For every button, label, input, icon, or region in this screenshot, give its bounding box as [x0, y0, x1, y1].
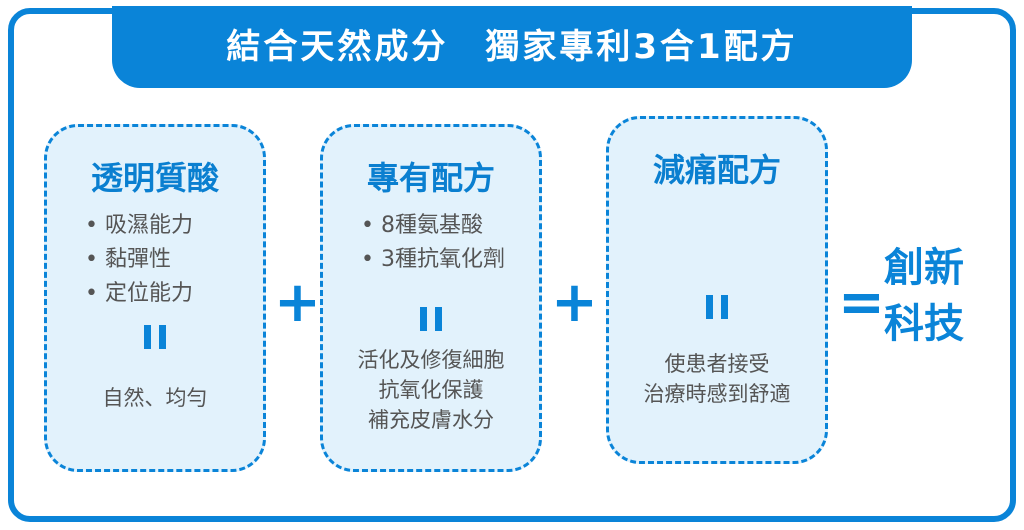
title-banner: 結合天然成分 獨家專利3合1配方	[112, 6, 912, 88]
result-text: 創新 科技	[884, 240, 964, 352]
equals-vertical-icon	[47, 325, 263, 349]
box-note: 使患者接受	[664, 352, 770, 376]
box-heading: 減痛配方	[652, 151, 781, 189]
box-note: 自然、均勻	[102, 386, 208, 410]
bullet: 3種抗氧化劑	[361, 243, 539, 277]
bullet: 定位能力	[85, 277, 263, 311]
result-line: 創新	[884, 245, 964, 291]
equals-vertical-icon	[609, 295, 825, 319]
bullet: 黏彈性	[85, 243, 263, 277]
box-note: 活化及修復細胞	[357, 348, 505, 372]
box-note: 治療時感到舒適	[643, 382, 791, 406]
box-heading: 透明質酸	[90, 159, 219, 197]
box-pain-relief-formula: 減痛配方 使患者接受 治療時感到舒適	[606, 116, 828, 464]
equals-vertical-icon	[323, 307, 539, 331]
bullet: 吸濕能力	[85, 209, 263, 243]
plus-icon: +	[551, 270, 598, 335]
box-note: 補充皮膚水分	[368, 408, 494, 432]
bullet: 8種氨基酸	[361, 209, 539, 243]
box-hyaluronic-acid: 透明質酸 吸濕能力 黏彈性 定位能力 自然、均勻	[44, 124, 266, 472]
result-line: 科技	[884, 301, 964, 347]
box-note: 抗氧化保護	[378, 378, 484, 402]
equals-icon: =	[838, 270, 885, 335]
box-heading: 專有配方	[366, 159, 495, 197]
box-proprietary-formula: 專有配方 8種氨基酸 3種抗氧化劑 活化及修復細胞 抗氧化保護 補充皮膚水分	[320, 124, 542, 472]
plus-icon: +	[274, 270, 321, 335]
